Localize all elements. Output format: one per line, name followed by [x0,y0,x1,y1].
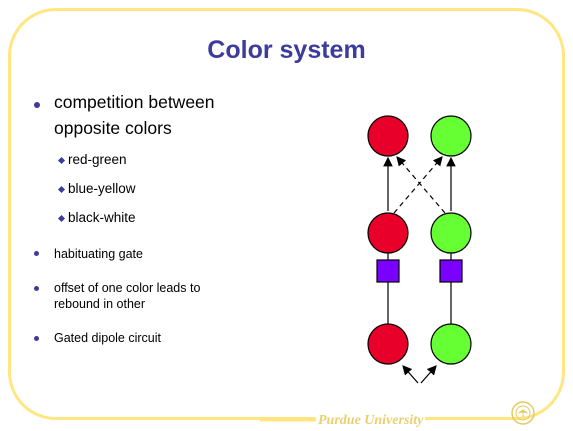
red-node-bottom [367,323,409,365]
bullet-dot [34,102,40,108]
edge-cross-green-to-red [396,156,446,214]
bullet-dot [34,336,39,341]
green-node-top [430,115,472,157]
footer-university-name: Purdue University [316,413,426,429]
sub-bullet-blue-yellow: blue-yellow [68,181,136,196]
red-node-middle [367,212,409,254]
input-arrow-right [420,365,437,384]
edge-cross-red-to-green [393,156,443,214]
bullet-gated-dipole: Gated dipole circuit [54,331,162,345]
bullet-competition-line1: competition between [54,92,215,112]
habituating-gate-left [376,259,400,283]
green-node-middle [430,212,472,254]
slide-title: Color system [207,36,366,64]
slide-frame [8,8,565,420]
bullet-competition-line2: opposite colors [54,118,172,138]
bullet-dot [34,286,39,291]
red-node-top [367,115,409,157]
sub-bullet-red-green: red-green [68,152,127,167]
bullet-offset-line2: rebound in other [54,297,146,311]
habituating-gate-right [439,259,463,283]
bullet-offset-line1: offset of one color leads to [54,281,201,295]
bullet-dot [34,251,39,256]
sub-bullet-black-white: black-white [68,210,136,225]
bullet-list: competition between opposite colors red-… [34,92,215,345]
input-arrow-left [402,365,419,384]
university-seal-logo [511,401,535,425]
green-node-bottom [430,323,472,365]
bullet-habituating-gate: habituating gate [54,247,143,261]
